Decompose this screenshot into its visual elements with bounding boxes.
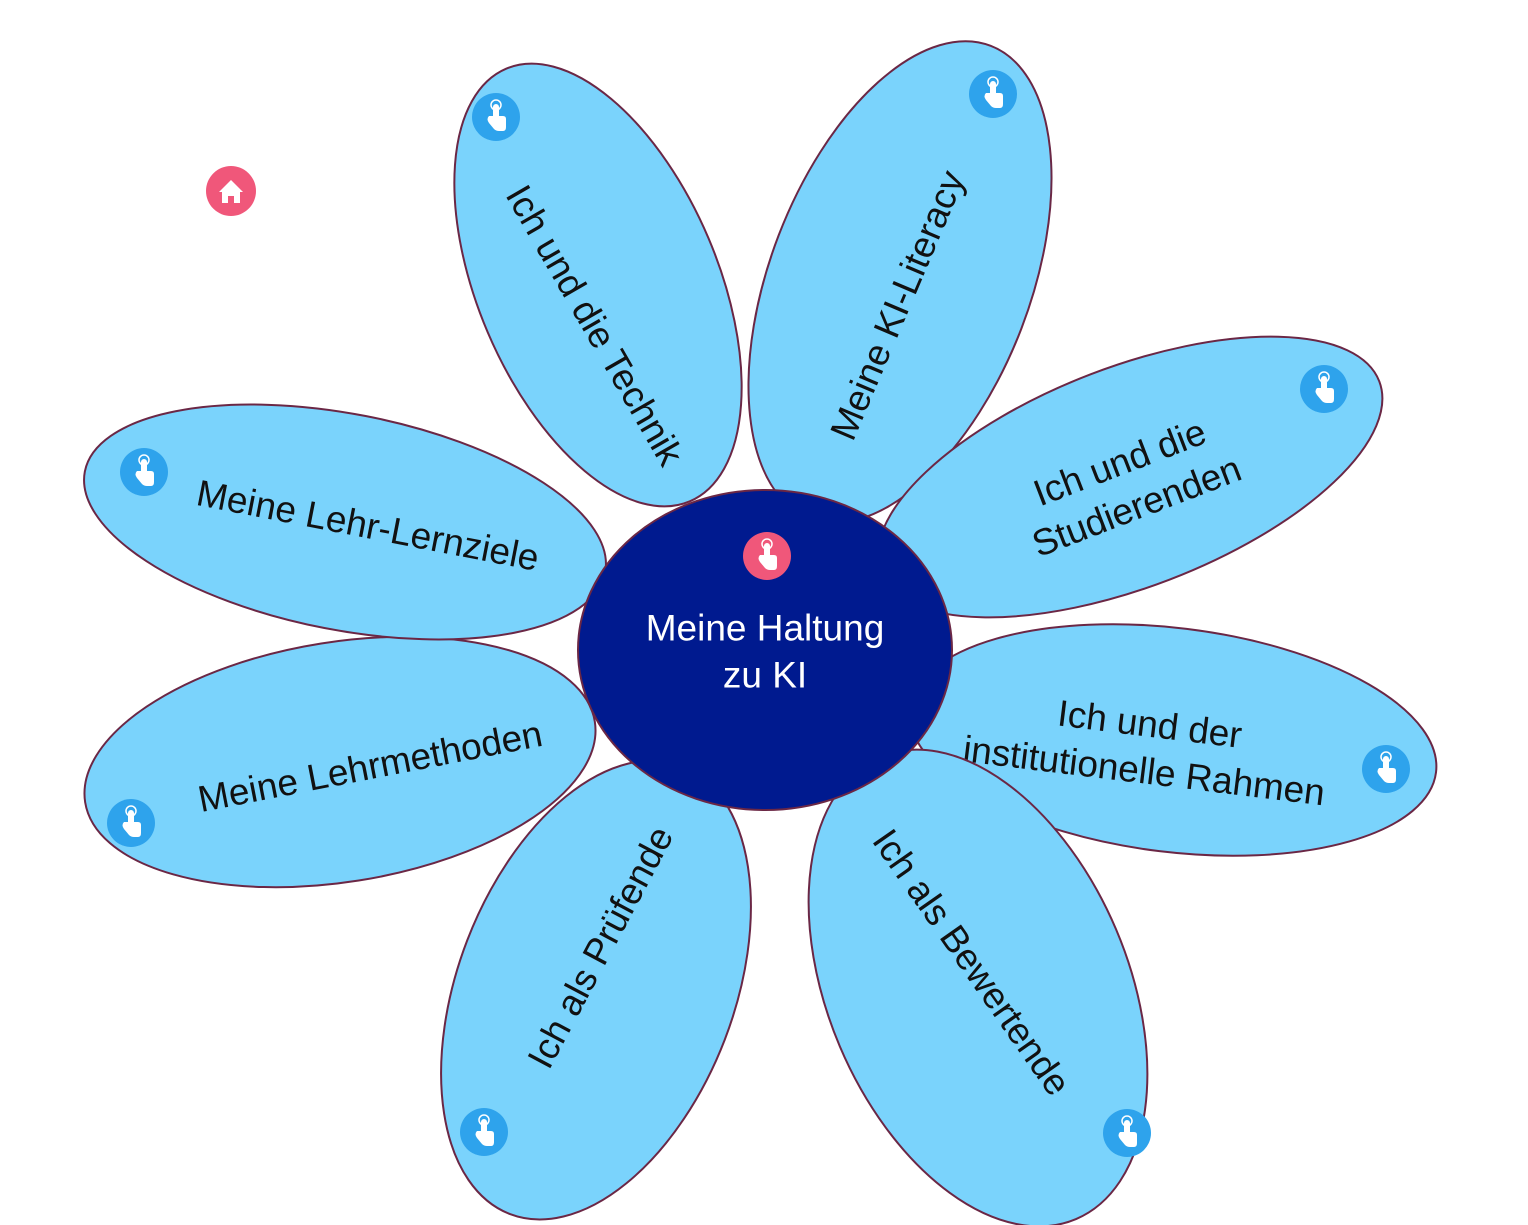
center-label-line: zu KI xyxy=(723,655,807,696)
petal-shape[interactable] xyxy=(66,603,613,921)
pointing-hand-icon[interactable] xyxy=(1300,365,1348,413)
pointing-hand-icon[interactable] xyxy=(107,799,155,847)
pointing-hand-shape xyxy=(984,76,1003,108)
petal-ki-literacy[interactable]: Meine KI-Literacy xyxy=(688,0,1112,565)
center-circle[interactable] xyxy=(577,489,953,811)
petal-lehrmethoden[interactable]: Meine Lehrmethoden xyxy=(66,603,613,921)
pointing-hand-shape xyxy=(1377,751,1396,783)
pointing-hand-icon[interactable] xyxy=(120,448,168,496)
pointing-hand-icon[interactable] xyxy=(472,93,520,141)
center-node[interactable]: Meine Haltung zu KI xyxy=(577,489,953,811)
pointing-hand-shape xyxy=(475,1114,494,1146)
pointing-hand-shape xyxy=(1315,371,1334,403)
pointing-hand-shape xyxy=(135,454,154,486)
petal-lehr-lernziele[interactable]: Meine Lehr-Lernziele xyxy=(64,365,625,678)
home-button[interactable] xyxy=(206,166,256,216)
center-label-line: Meine Haltung xyxy=(646,608,885,649)
petal-studierende[interactable]: Ich und dieStudierenden xyxy=(841,279,1418,676)
pointing-hand-icon[interactable] xyxy=(460,1108,508,1156)
pointing-hand-icon[interactable] xyxy=(969,70,1017,118)
center-label: Meine Haltung zu KI xyxy=(646,608,885,696)
petal-shape[interactable] xyxy=(396,22,801,548)
center-label-group: Meine Haltung zu KI xyxy=(646,608,885,696)
petal-technik[interactable]: Ich und die Technik xyxy=(396,22,801,548)
home-icon[interactable] xyxy=(206,166,256,216)
pointing-hand-icon[interactable] xyxy=(1362,745,1410,793)
pointing-hand-icon[interactable] xyxy=(1103,1109,1151,1157)
pointing-hand-shape xyxy=(1118,1115,1137,1147)
petal-bewertende[interactable]: Ich als Bewertende xyxy=(742,698,1214,1225)
pointing-hand-shape xyxy=(487,99,506,131)
pointing-hand-shape xyxy=(122,805,141,837)
petal-rahmen[interactable]: Ich und derinstitutionelle Rahmen xyxy=(896,597,1449,884)
pointing-hand-shape xyxy=(758,538,777,570)
pointing-hand-icon[interactable] xyxy=(743,532,791,580)
house-shape xyxy=(219,180,243,203)
